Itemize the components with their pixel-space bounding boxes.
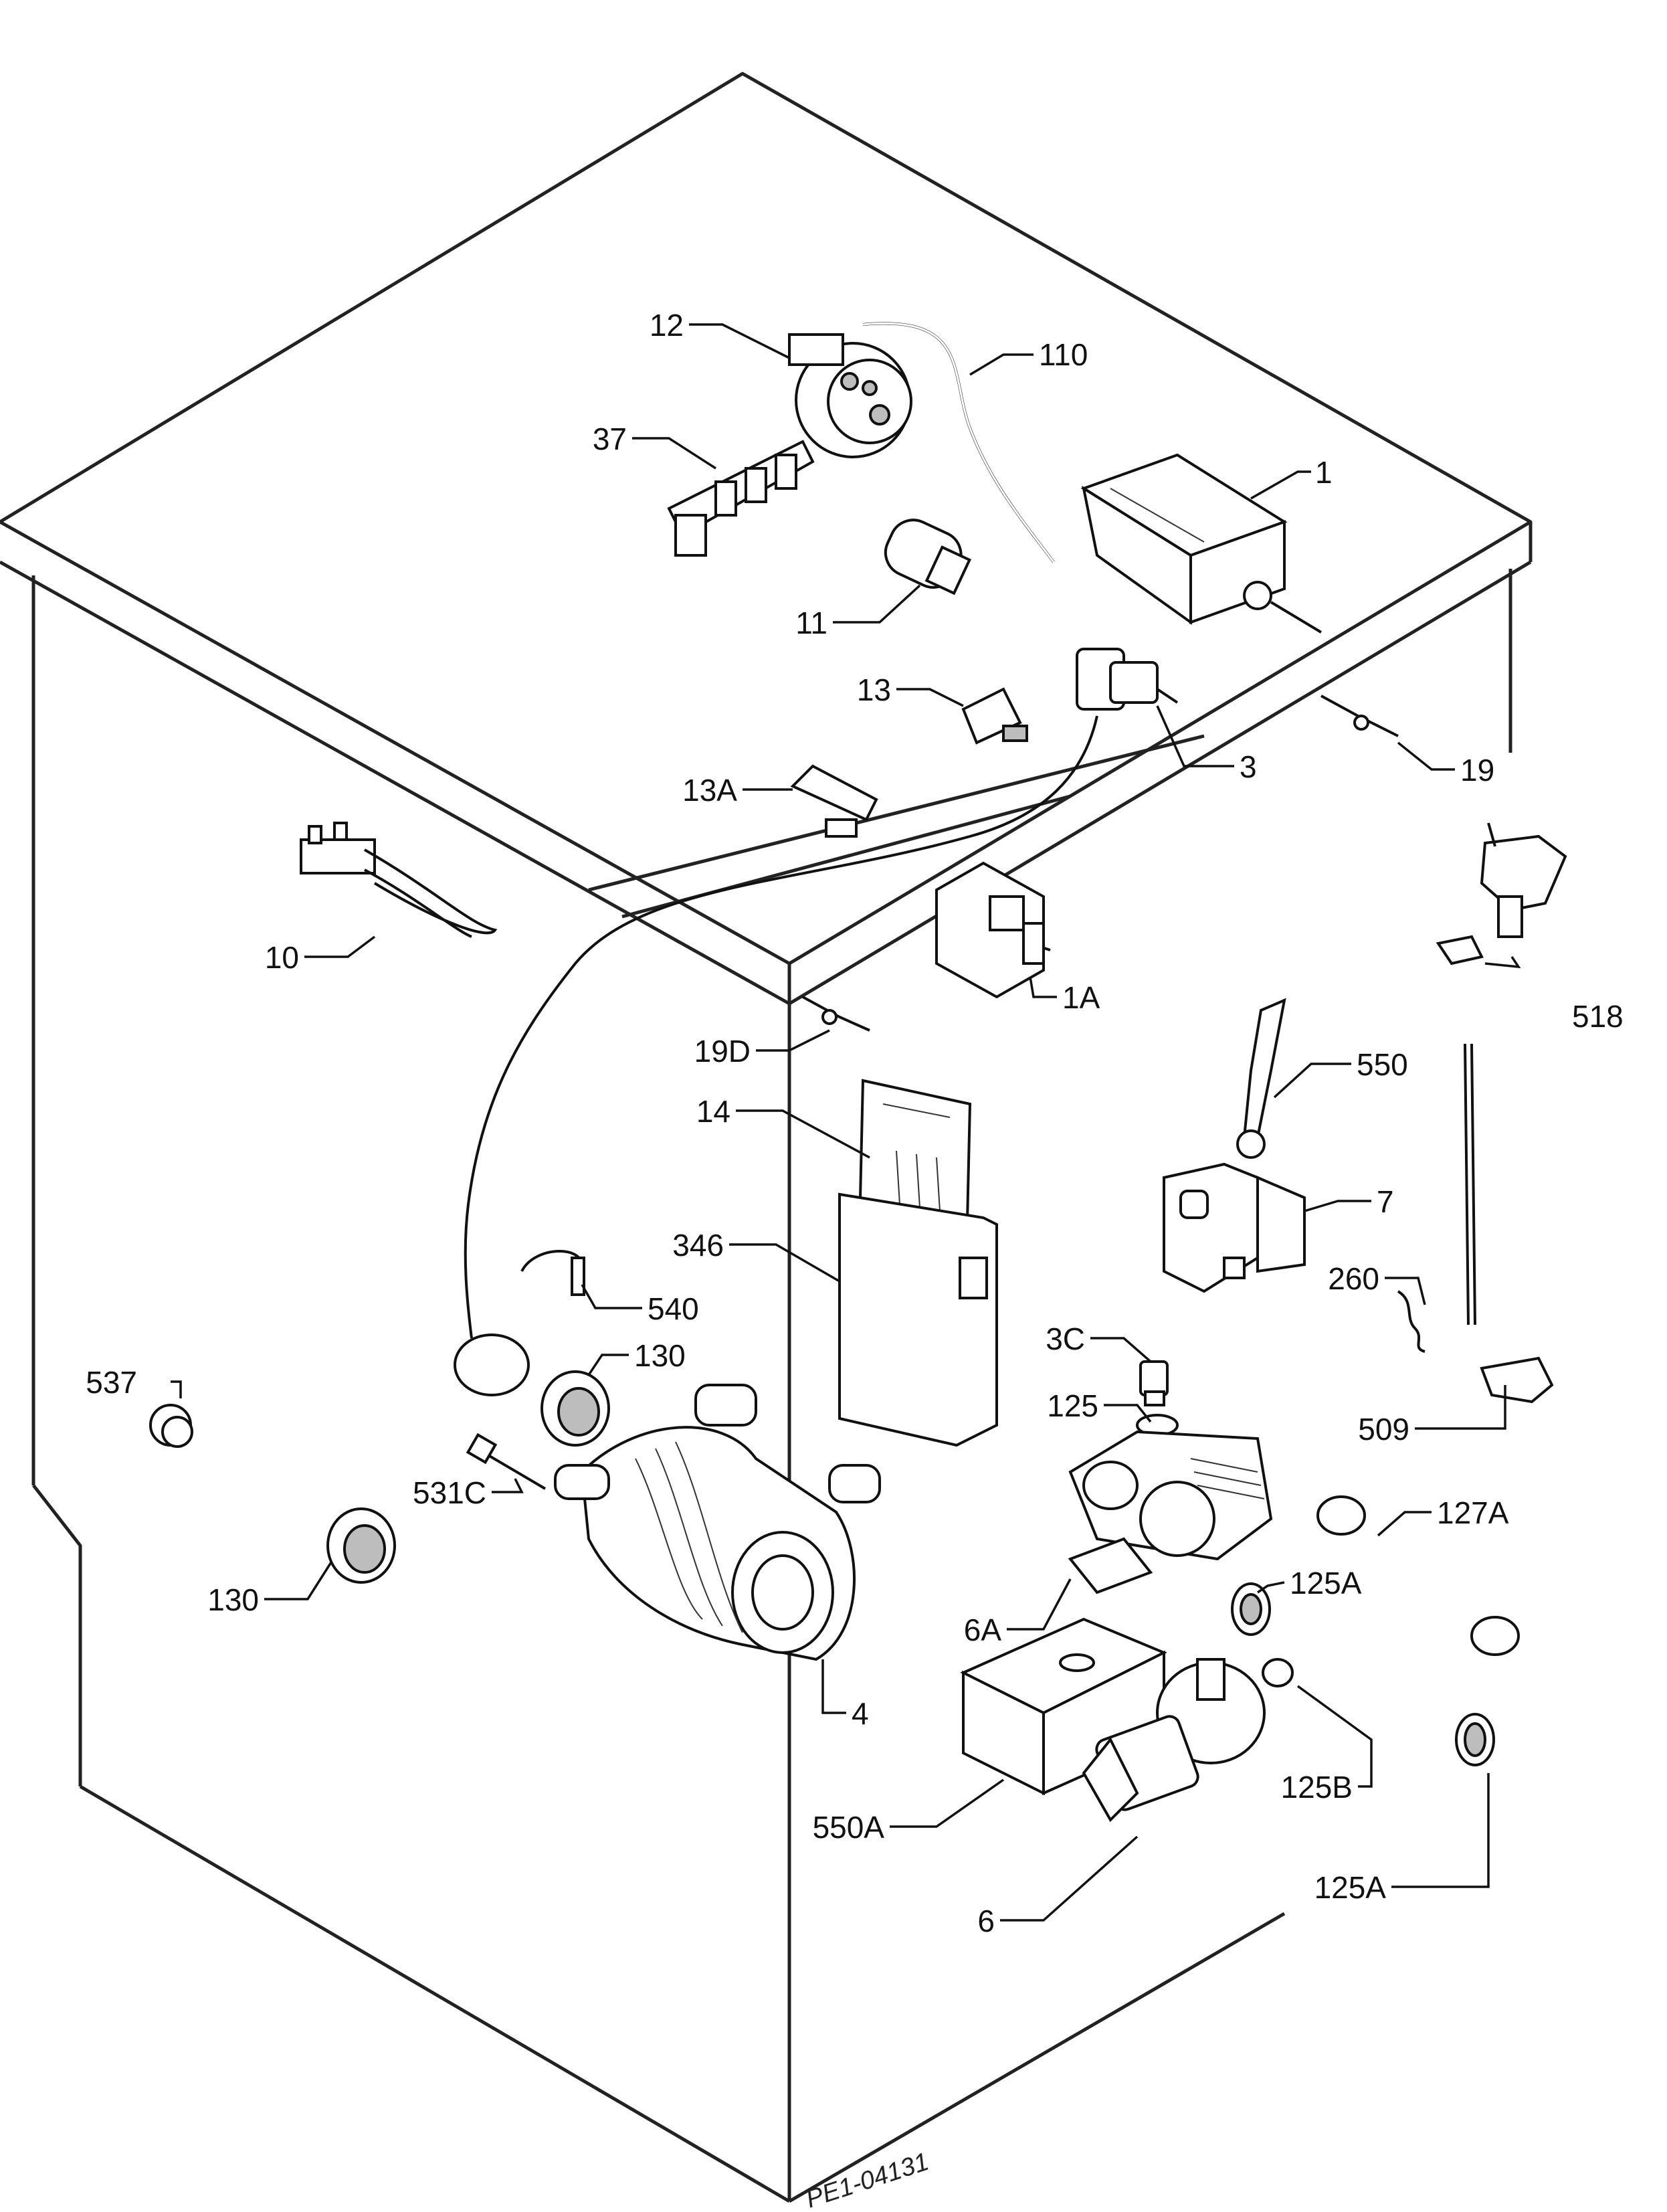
callout-1a: 1A (1062, 980, 1100, 1015)
part-540-hose-clamp (520, 1250, 585, 1296)
callout-125: 125 (1047, 1388, 1098, 1423)
part-12-pressure-switch (788, 333, 912, 458)
callout-37: 37 (593, 422, 627, 456)
callout-19d: 19D (694, 1034, 751, 1069)
callout-7: 7 (1377, 1184, 1394, 1219)
callout-4: 4 (852, 1696, 869, 1731)
part-125a-gasket-1 (1231, 1582, 1271, 1636)
part-125a-gasket-2 (1455, 1713, 1495, 1766)
callout-19: 19 (1460, 753, 1494, 788)
part-125b-ring (1262, 1658, 1294, 1687)
callout-labels: 12 110 37 1 11 13 3 19 13A 10 1A 518 19D… (86, 308, 1624, 1938)
callout-125b: 125B (1281, 1770, 1353, 1805)
callout-531c: 531C (413, 1475, 486, 1510)
callout-13a: 13A (682, 773, 737, 808)
callout-6: 6 (977, 1904, 995, 1938)
part-130-grommet-lower (326, 1507, 396, 1584)
callout-550: 550 (1357, 1047, 1408, 1082)
callout-3c: 3C (1046, 1321, 1085, 1356)
callout-1: 1 (1315, 455, 1333, 490)
callout-130-lower: 130 (207, 1582, 259, 1617)
part-3-switch (464, 648, 1179, 1339)
part-550a-cover (960, 1617, 1167, 1796)
part-13a-connector (790, 764, 878, 838)
callout-550a: 550A (813, 1810, 885, 1845)
part-13-connector (961, 687, 1028, 745)
part-3c-sensor (1139, 1360, 1169, 1406)
callout-540: 540 (648, 1291, 699, 1326)
part-7-door-lock (1163, 1162, 1306, 1293)
callout-130-upper: 130 (634, 1338, 686, 1373)
callout-14: 14 (696, 1094, 730, 1129)
part-531c-screw (466, 1433, 547, 1490)
callout-537: 537 (86, 1365, 137, 1400)
part-130-grommet-upper (541, 1370, 610, 1447)
part-509-catch (1480, 1356, 1554, 1404)
part-19-sensor (1320, 695, 1399, 737)
part-11-capacitor (884, 519, 972, 595)
part-4-motor (554, 1384, 881, 1661)
callout-11: 11 (795, 606, 827, 640)
callout-518: 518 (1572, 999, 1624, 1034)
part-6-drain-pump (1082, 1658, 1266, 1823)
part-37-terminal-block (667, 440, 815, 557)
part-518-door-latch (1436, 822, 1567, 1325)
callout-6a: 6A (964, 1612, 1002, 1647)
door-grommet (454, 1333, 530, 1396)
callout-127a: 127A (1437, 1495, 1509, 1530)
part-1a-switch (935, 861, 1051, 999)
part-10-heating-element (300, 822, 498, 938)
callout-10: 10 (265, 940, 299, 975)
callout-346: 346 (672, 1228, 724, 1263)
callout-260: 260 (1328, 1261, 1379, 1296)
part-127a-hose (1316, 1495, 1520, 1656)
part-19d-sensor (802, 996, 870, 1032)
cabinet-outline (0, 72, 1533, 2203)
callout-13: 13 (857, 672, 891, 707)
part-260-spring (1397, 1290, 1426, 1353)
callout-125a-upper: 125A (1290, 1566, 1362, 1600)
callout-110: 110 (1039, 337, 1088, 372)
part-6a-bracket (1068, 1537, 1153, 1594)
pump-body (1068, 1430, 1273, 1561)
part-537-plug (149, 1404, 193, 1448)
leader-lines (171, 323, 1521, 1922)
callout-509: 509 (1358, 1412, 1409, 1447)
callout-12: 12 (650, 308, 684, 343)
part-550-lever (1236, 998, 1286, 1159)
callout-125a-lower: 125A (1314, 1870, 1387, 1905)
callout-3: 3 (1240, 749, 1257, 784)
part-346-dispenser-housing (838, 1192, 998, 1447)
part-110-pressure-hose (862, 322, 1055, 563)
part-1-programmer (1080, 453, 1322, 634)
